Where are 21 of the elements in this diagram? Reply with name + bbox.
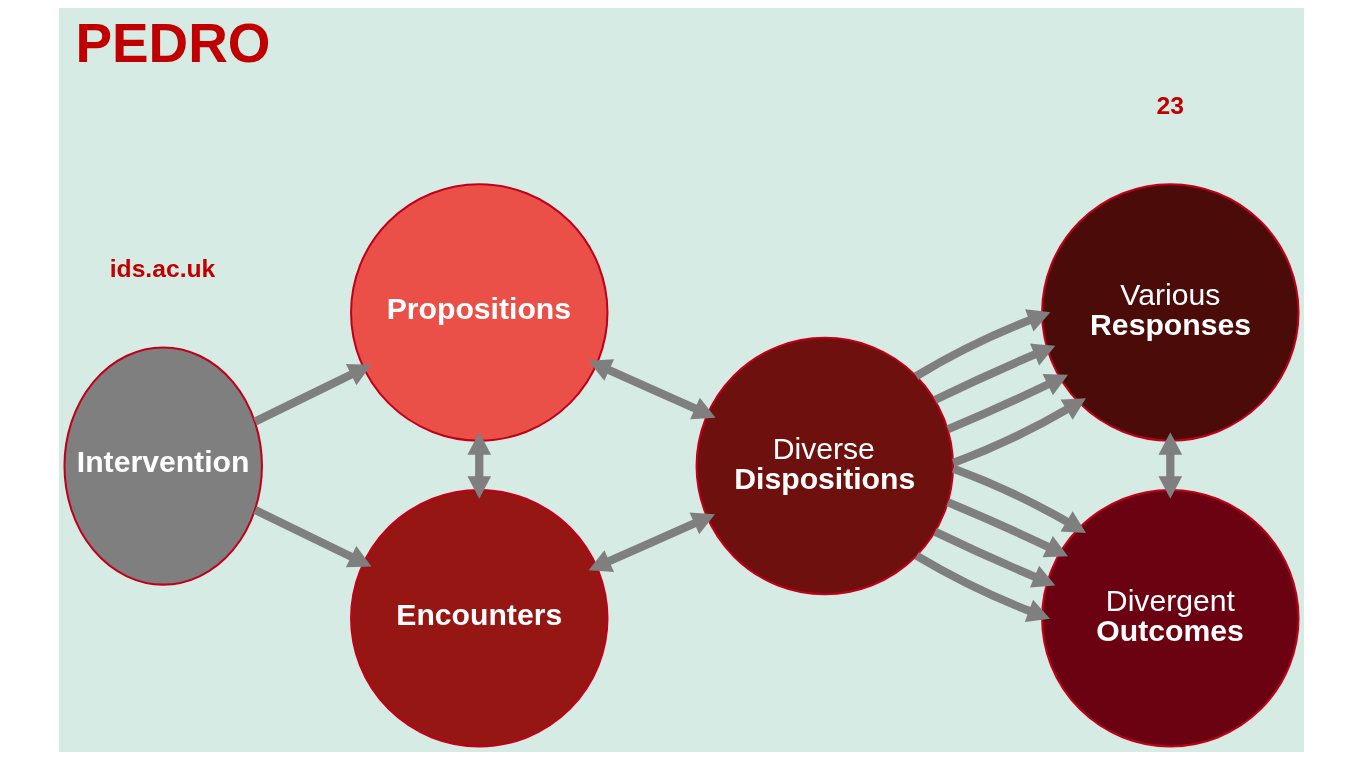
arrow (913, 309, 1050, 380)
node-circle: Encounters (349, 489, 608, 748)
arrow (252, 363, 371, 426)
arrow (945, 373, 1068, 434)
arrow (1157, 432, 1182, 499)
arrow (951, 398, 1086, 467)
arrow (914, 552, 1050, 622)
arrow (588, 512, 715, 572)
arrow (932, 343, 1055, 404)
node-circle: Diverse Dispositions (695, 336, 954, 596)
label: ids.ac.uk (109, 255, 215, 283)
arrow (932, 528, 1055, 588)
node-ellipse: Intervention (62, 346, 263, 586)
diagram-title: PEDRO (74, 11, 270, 74)
arrow (252, 506, 371, 568)
arrow (951, 464, 1086, 533)
arrow (588, 359, 716, 420)
node-circle: Propositions (349, 183, 608, 442)
arrow (945, 498, 1068, 558)
label: 23 (1156, 92, 1184, 120)
arrow (466, 432, 491, 499)
